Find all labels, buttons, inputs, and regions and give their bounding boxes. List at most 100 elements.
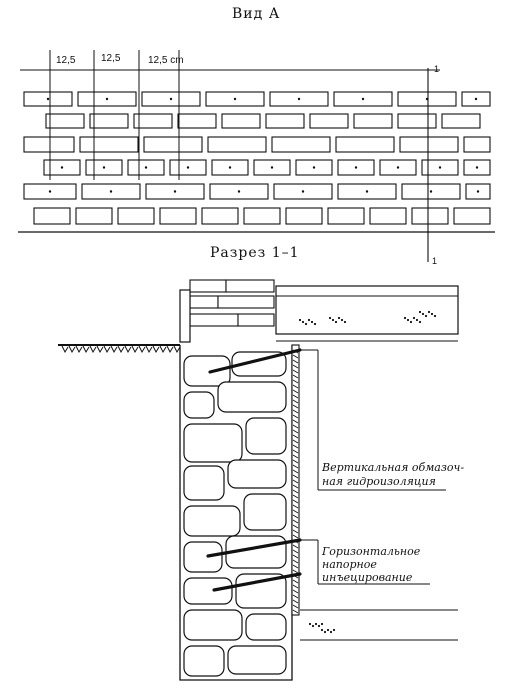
brick bbox=[369, 207, 407, 225]
ground-hatch bbox=[138, 345, 146, 354]
rubble-stone bbox=[183, 391, 215, 419]
injection-hole bbox=[228, 166, 232, 169]
injection-hole bbox=[237, 190, 241, 193]
ground-hatch bbox=[103, 345, 111, 354]
coating-hatch bbox=[292, 359, 299, 364]
brick bbox=[327, 207, 365, 225]
rubble-stone bbox=[243, 493, 287, 531]
injection-hole bbox=[60, 166, 64, 169]
aggregate-dot bbox=[307, 318, 311, 322]
injection-hole bbox=[396, 166, 400, 169]
aggregate-dot bbox=[430, 312, 434, 316]
aggregate-dot bbox=[320, 628, 324, 632]
injection-hole bbox=[173, 190, 177, 193]
aggregate-dot bbox=[415, 318, 419, 322]
coating-hatch bbox=[292, 469, 299, 474]
injection-hole bbox=[429, 190, 433, 193]
coating-hatch bbox=[292, 419, 299, 424]
coating-hatch bbox=[292, 489, 299, 494]
brick bbox=[265, 113, 305, 129]
brick bbox=[45, 113, 85, 129]
aggregate-dot bbox=[323, 630, 327, 634]
coating-hatch bbox=[292, 584, 299, 589]
brick bbox=[335, 136, 395, 153]
injection-hole bbox=[144, 166, 148, 169]
aggregate-dot bbox=[310, 320, 314, 324]
aggregate-dot bbox=[313, 322, 317, 326]
coating-hatch bbox=[292, 549, 299, 554]
coating-hatch bbox=[292, 534, 299, 539]
coating-hatch bbox=[292, 394, 299, 399]
rubble-stone bbox=[245, 417, 287, 455]
brick bbox=[397, 113, 437, 129]
rubble-stone bbox=[227, 645, 287, 675]
brick bbox=[117, 207, 155, 225]
coating-hatch bbox=[292, 509, 299, 514]
coating-hatch bbox=[292, 464, 299, 469]
brick bbox=[201, 207, 239, 225]
dimension-label-3: 12,5 cm bbox=[148, 55, 184, 66]
rubble-stone bbox=[183, 465, 225, 501]
aggregate-dot bbox=[343, 320, 347, 324]
injection-bar bbox=[208, 348, 302, 374]
injection-bar bbox=[206, 538, 302, 558]
section-mark-bottom: 1 bbox=[432, 256, 438, 266]
coating-hatch bbox=[292, 594, 299, 599]
aggregate-dot bbox=[334, 320, 338, 324]
section-title: Разрез 1–1 bbox=[210, 245, 300, 261]
injection-hole bbox=[297, 97, 301, 101]
injection-hole bbox=[270, 166, 274, 169]
brick bbox=[159, 207, 197, 225]
injection-hole bbox=[48, 190, 52, 193]
brick bbox=[177, 113, 217, 129]
injection-hole bbox=[169, 97, 173, 101]
floor-slab bbox=[275, 285, 459, 335]
ground-hatch bbox=[173, 345, 181, 354]
coating-hatch bbox=[292, 604, 299, 609]
ground-hatch bbox=[110, 345, 118, 354]
injection-hole bbox=[365, 190, 369, 193]
coating-hatch bbox=[292, 429, 299, 434]
coating-hatch bbox=[292, 569, 299, 574]
coating-hatch bbox=[292, 414, 299, 419]
aggregate-dot bbox=[298, 318, 302, 322]
brick bbox=[271, 136, 331, 153]
brick bbox=[411, 207, 449, 225]
ground-hatch bbox=[61, 345, 69, 354]
coating-hatch bbox=[292, 404, 299, 409]
dimension-lines bbox=[20, 50, 440, 262]
injection-hole bbox=[475, 166, 479, 169]
rubble-stone bbox=[217, 381, 287, 413]
rubble-stone bbox=[227, 459, 287, 489]
ground-hatch bbox=[117, 345, 125, 354]
ground-hatch bbox=[166, 345, 174, 354]
injection-hole bbox=[354, 166, 358, 169]
ground-hatch bbox=[89, 345, 97, 354]
brick bbox=[75, 207, 113, 225]
rubble-stone bbox=[183, 355, 231, 387]
injection-hole bbox=[301, 190, 305, 193]
coating-hatch bbox=[292, 529, 299, 534]
callout-injection-line-1: Горизонтальное bbox=[322, 545, 421, 558]
coating-hatch bbox=[292, 354, 299, 359]
injection-hole bbox=[102, 166, 106, 169]
rubble-stone bbox=[245, 613, 287, 641]
coating-hatch bbox=[292, 374, 299, 379]
aggregate-dot bbox=[403, 316, 407, 320]
ground-hatch bbox=[96, 345, 104, 354]
section-mark-top: 1 bbox=[434, 64, 440, 74]
coating-hatch bbox=[292, 494, 299, 499]
ground-hatch bbox=[75, 345, 83, 354]
rubble-stone bbox=[183, 577, 233, 605]
brick bbox=[89, 113, 129, 129]
ground-hatch bbox=[145, 345, 153, 354]
brick bbox=[441, 113, 481, 129]
coating-hatch bbox=[292, 544, 299, 549]
brick bbox=[143, 136, 203, 153]
rubble-stone bbox=[183, 423, 243, 463]
brick bbox=[221, 113, 261, 129]
brick bbox=[243, 207, 281, 225]
coating-hatch bbox=[292, 524, 299, 529]
injection-hole bbox=[438, 166, 442, 169]
aggregate-dot bbox=[340, 318, 344, 322]
